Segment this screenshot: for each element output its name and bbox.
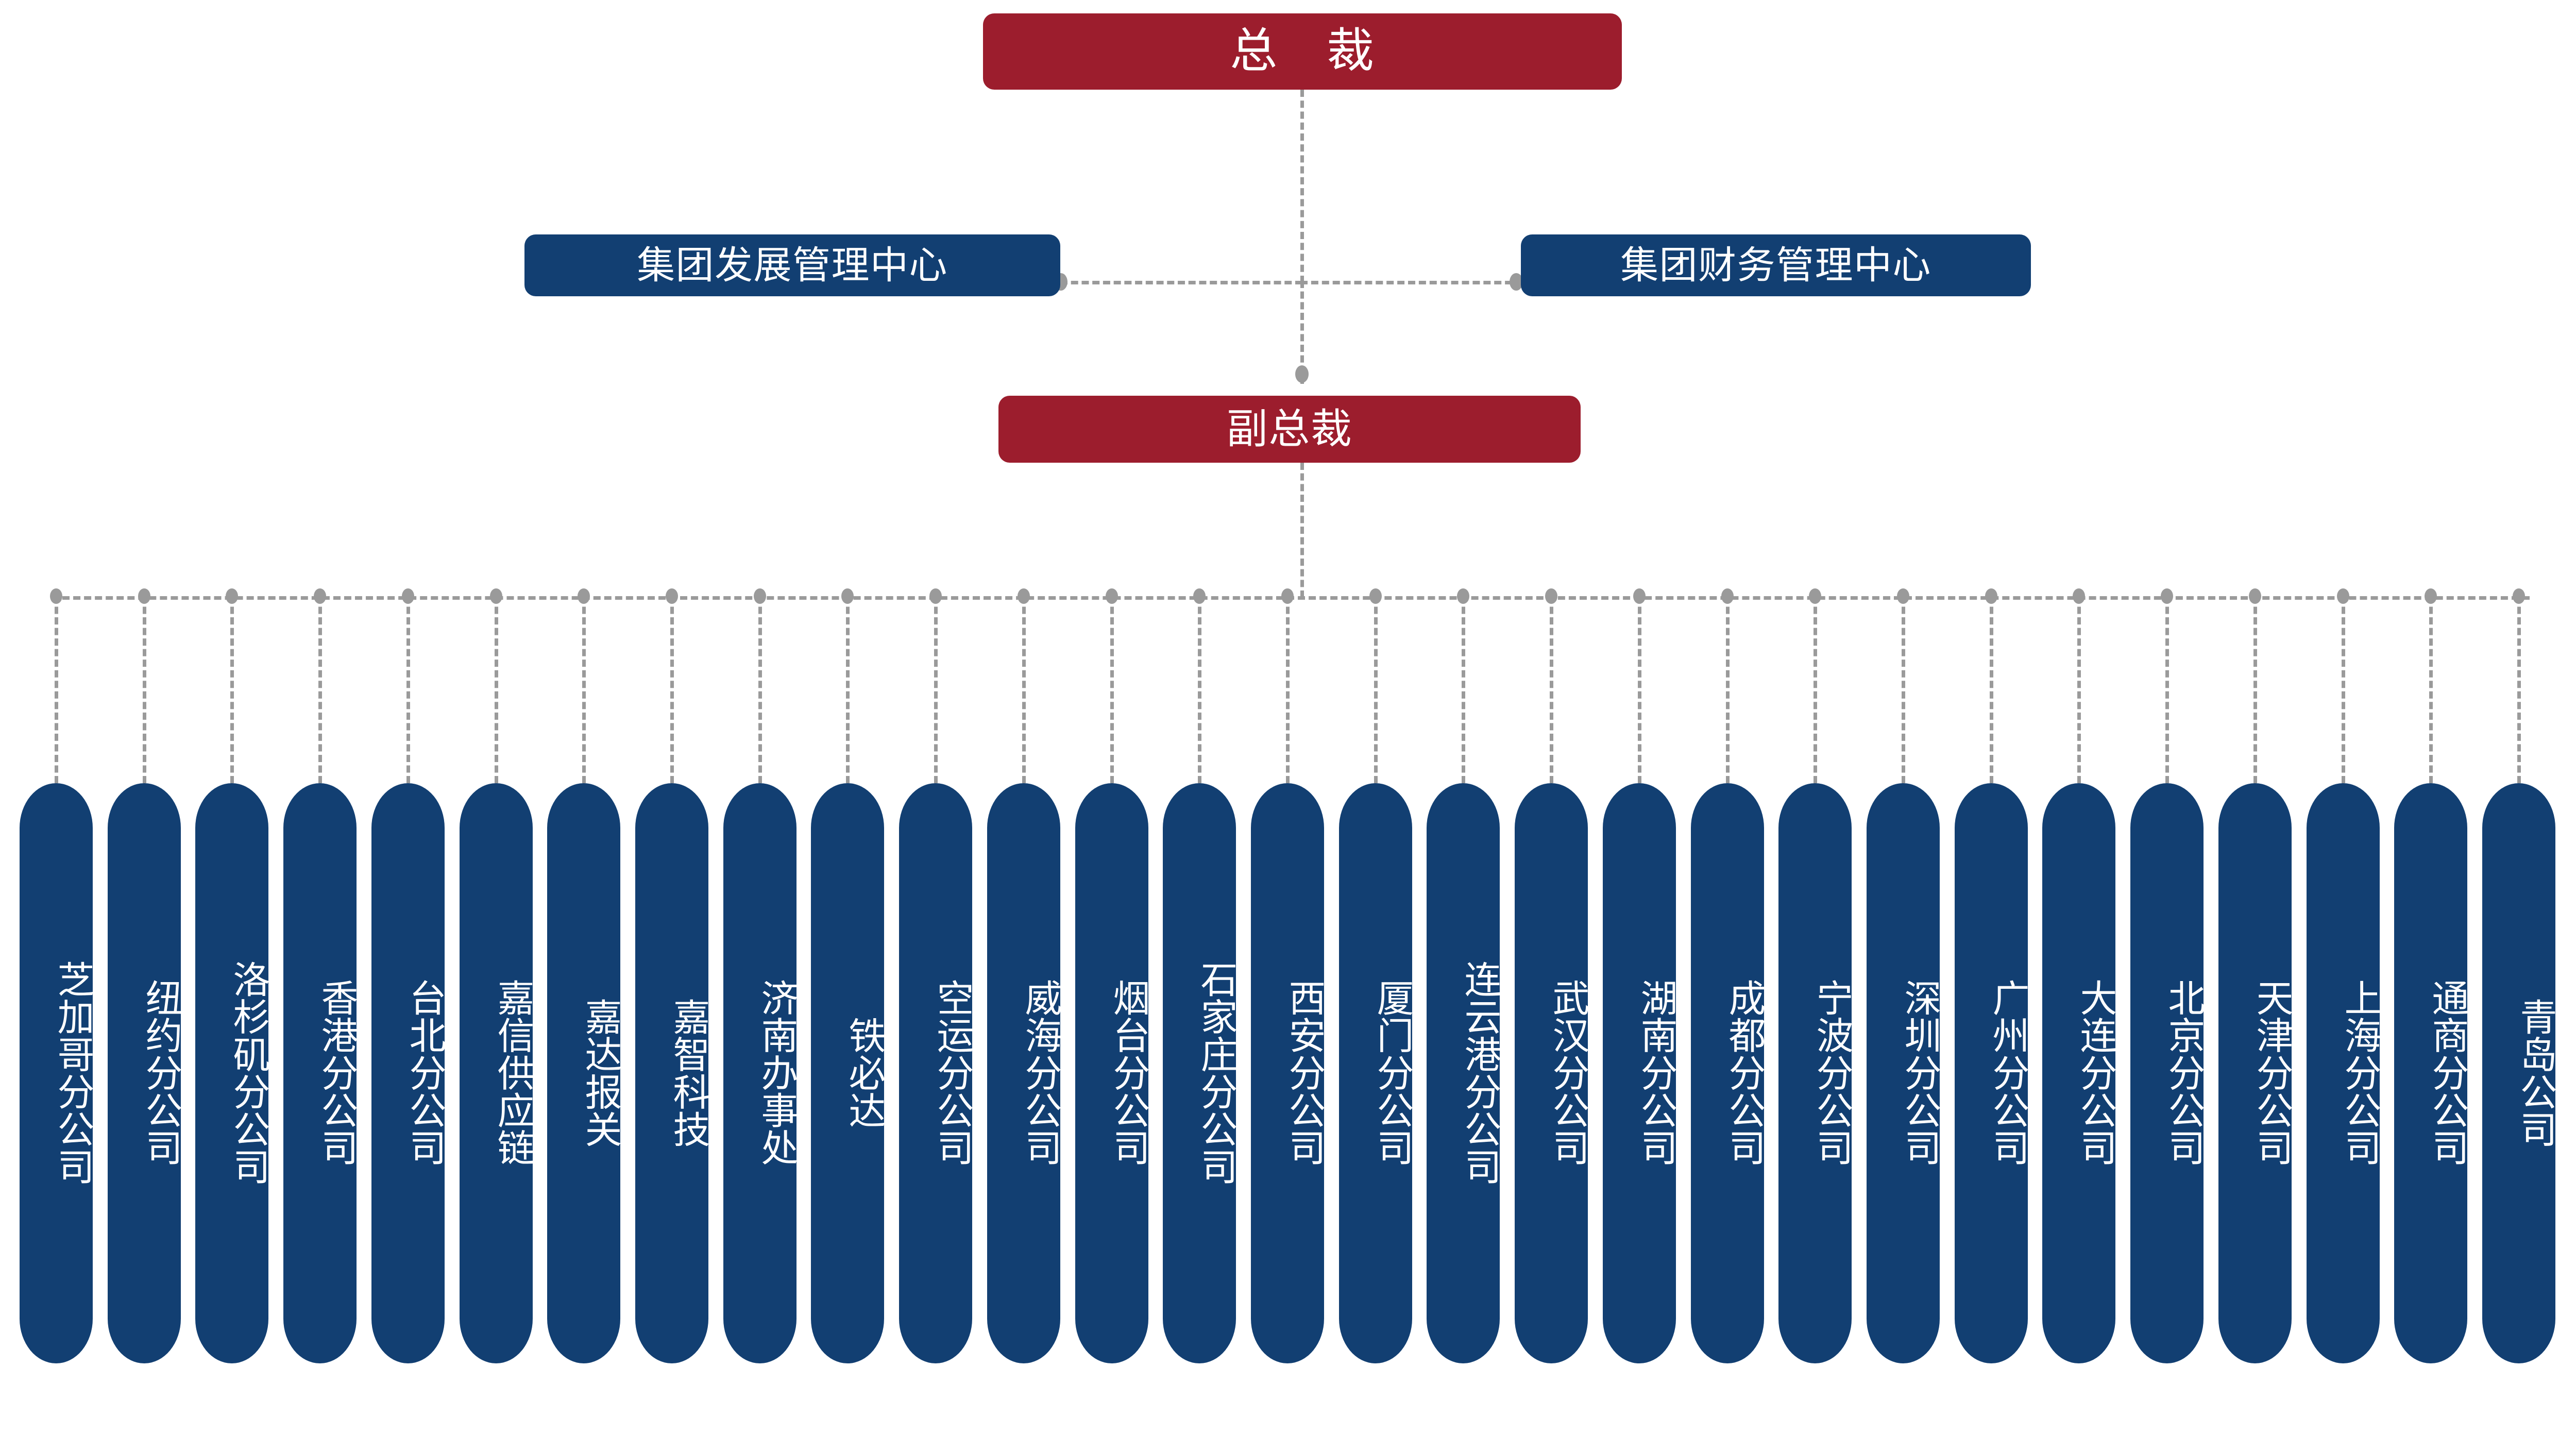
node-branch[interactable]: 嘉智科技 xyxy=(635,783,708,1363)
branch-label: 济南办事处 xyxy=(755,979,796,1167)
node-branch[interactable]: 烟台分公司 xyxy=(1075,783,1148,1363)
connector-branch-drop xyxy=(1990,596,1993,783)
branch-label: 香港分公司 xyxy=(315,979,357,1167)
branch-label: 台北分公司 xyxy=(403,979,445,1167)
branch-label: 青岛公司 xyxy=(2514,998,2555,1148)
connector-branch-drop xyxy=(318,596,322,783)
connector-bus-to-vice-president xyxy=(1300,281,1304,384)
branch-label: 武汉分公司 xyxy=(1547,979,1588,1167)
branch-label: 洛杉矶分公司 xyxy=(227,960,268,1186)
connector-branch-drop xyxy=(758,596,762,783)
connector-branch-drop xyxy=(1110,596,1114,783)
connector-president-to-bus xyxy=(1300,90,1304,283)
branch-label: 纽约分公司 xyxy=(140,979,181,1167)
connector-branch-drop xyxy=(2429,596,2433,783)
connector-branch-drop xyxy=(55,596,58,783)
branch-label: 烟台分公司 xyxy=(1107,979,1148,1167)
branch-label: 嘉达报关 xyxy=(579,998,620,1148)
node-branch[interactable]: 西安分公司 xyxy=(1251,783,1324,1363)
connector-branch-drop xyxy=(1198,596,1201,783)
node-branch[interactable]: 香港分公司 xyxy=(283,783,357,1363)
node-branch[interactable]: 连云港分公司 xyxy=(1427,783,1500,1363)
node-branch[interactable]: 嘉达报关 xyxy=(547,783,620,1363)
branch-label: 上海分公司 xyxy=(2338,979,2380,1167)
branch-label: 成都分公司 xyxy=(1723,979,1764,1167)
branch-label: 通商分公司 xyxy=(2426,979,2467,1167)
node-branch[interactable]: 天津分公司 xyxy=(2218,783,2292,1363)
connector-branch-drop xyxy=(495,596,498,783)
connector-branch-drop xyxy=(1902,596,1905,783)
node-branch[interactable]: 青岛公司 xyxy=(2482,783,2555,1363)
connector-branch-drop xyxy=(1814,596,1817,783)
connector-branch-drop xyxy=(670,596,674,783)
node-group-finance-management-center[interactable]: 集团财务管理中心 xyxy=(1521,234,2031,296)
node-branch[interactable]: 深圳分公司 xyxy=(1867,783,1940,1363)
connector-vice-president-to-branch-bus xyxy=(1300,463,1304,598)
node-branch[interactable]: 铁必达 xyxy=(811,783,884,1363)
connector-bus-to-dev-center xyxy=(1060,281,1302,284)
connector-branch-drop xyxy=(1286,596,1290,783)
branch-label: 嘉信供应链 xyxy=(492,979,533,1167)
node-branch[interactable]: 纽约分公司 xyxy=(108,783,181,1363)
connector-branch-drop xyxy=(1022,596,1026,783)
connector-branch-drop xyxy=(934,596,938,783)
node-vice-president[interactable]: 副总裁 xyxy=(998,396,1581,463)
branch-label: 湖南分公司 xyxy=(1635,979,1676,1167)
connector-branch-drop xyxy=(1726,596,1730,783)
branch-label: 空运分公司 xyxy=(931,979,972,1167)
node-branch[interactable]: 嘉信供应链 xyxy=(460,783,533,1363)
node-branch[interactable]: 成都分公司 xyxy=(1691,783,1764,1363)
node-branch[interactable]: 空运分公司 xyxy=(899,783,972,1363)
branch-label: 大连分公司 xyxy=(2074,979,2115,1167)
connector-branch-drop xyxy=(1550,596,1553,783)
node-branch[interactable]: 广州分公司 xyxy=(1955,783,2028,1363)
node-branch[interactable]: 厦门分公司 xyxy=(1339,783,1412,1363)
branch-label: 广州分公司 xyxy=(1987,979,2028,1167)
connector-branch-drop xyxy=(846,596,850,783)
node-branch[interactable]: 台北分公司 xyxy=(371,783,445,1363)
node-branch[interactable]: 济南办事处 xyxy=(723,783,796,1363)
node-group-development-management-center[interactable]: 集团发展管理中心 xyxy=(524,234,1060,296)
branch-label: 宁波分公司 xyxy=(1810,979,1852,1167)
connector-branch-drop xyxy=(1374,596,1378,783)
node-president[interactable]: 总 裁 xyxy=(983,13,1622,90)
connector-branch-drop xyxy=(2077,596,2081,783)
branch-label: 天津分公司 xyxy=(2250,979,2292,1167)
node-branch[interactable]: 湖南分公司 xyxy=(1603,783,1676,1363)
connector-branch-drop xyxy=(2517,596,2521,783)
branch-label: 连云港分公司 xyxy=(1459,960,1500,1186)
connector-branch-drop xyxy=(1638,596,1641,783)
branch-label: 厦门分公司 xyxy=(1371,979,1412,1167)
connector-branch-drop xyxy=(406,596,410,783)
connector-branch-drop xyxy=(230,596,234,783)
branch-label: 铁必达 xyxy=(843,1016,884,1129)
branch-label: 北京分公司 xyxy=(2162,979,2204,1167)
connector-dot-fin-center xyxy=(1510,273,1523,291)
connector-branch-drop xyxy=(2342,596,2345,783)
node-branch[interactable]: 通商分公司 xyxy=(2394,783,2467,1363)
branch-label: 西安分公司 xyxy=(1283,979,1324,1167)
node-branch[interactable]: 石家庄分公司 xyxy=(1163,783,1236,1363)
connector-bus-to-fin-center xyxy=(1300,281,1523,284)
connector-branch-drop xyxy=(2253,596,2257,783)
node-branch[interactable]: 上海分公司 xyxy=(2307,783,2380,1363)
branch-label: 石家庄分公司 xyxy=(1195,960,1236,1186)
branch-label: 威海分公司 xyxy=(1019,979,1060,1167)
connector-dot-vice-president xyxy=(1295,365,1309,383)
node-branch[interactable]: 宁波分公司 xyxy=(1778,783,1852,1363)
node-branch[interactable]: 北京分公司 xyxy=(2130,783,2204,1363)
connector-branch-drop xyxy=(582,596,586,783)
branch-label: 芝加哥分公司 xyxy=(52,960,93,1186)
node-branch[interactable]: 大连分公司 xyxy=(2042,783,2115,1363)
branch-label: 嘉智科技 xyxy=(667,998,708,1148)
node-branch[interactable]: 洛杉矶分公司 xyxy=(195,783,268,1363)
node-branch[interactable]: 芝加哥分公司 xyxy=(20,783,93,1363)
node-branch[interactable]: 威海分公司 xyxy=(987,783,1060,1363)
connector-branch-drop xyxy=(1462,596,1465,783)
connector-branch-drop xyxy=(2165,596,2169,783)
node-branch[interactable]: 武汉分公司 xyxy=(1515,783,1588,1363)
branch-label: 深圳分公司 xyxy=(1899,979,1940,1167)
connector-branch-drop xyxy=(143,596,146,783)
